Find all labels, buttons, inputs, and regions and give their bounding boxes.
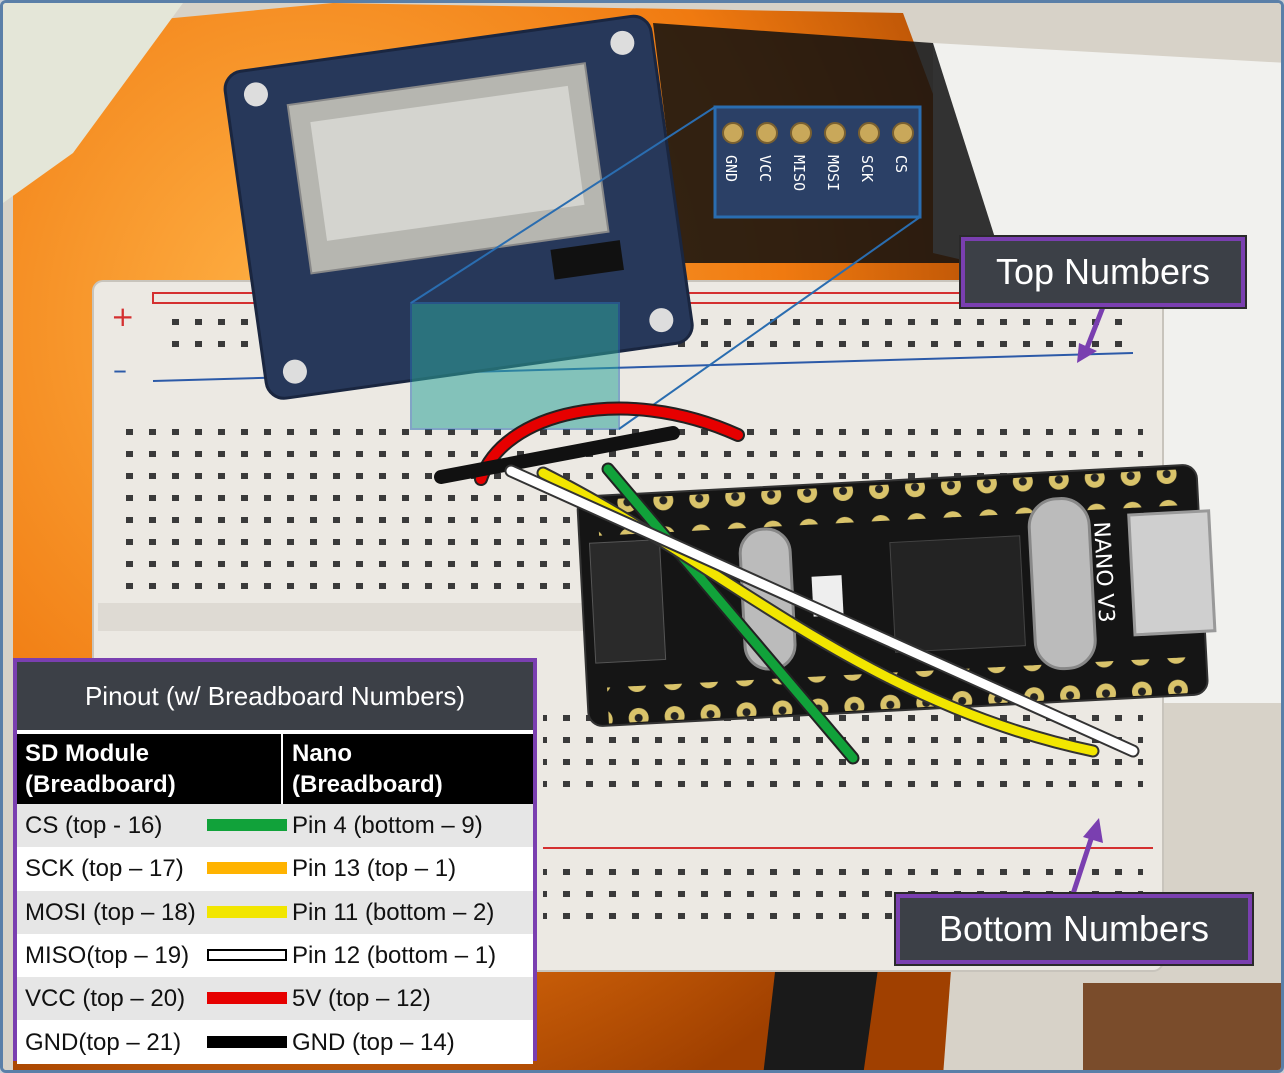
nano-board-label: NANO V3 bbox=[1088, 521, 1118, 623]
header-divider bbox=[281, 734, 283, 804]
top-numbers-arrow bbox=[1082, 306, 1106, 354]
module-pin-label: SCK bbox=[858, 155, 876, 182]
guide-page bbox=[3, 3, 183, 203]
module-pin-label: MOSI bbox=[824, 155, 842, 191]
module-pin-label: CS bbox=[892, 155, 910, 173]
bottom-arrow-head bbox=[1083, 818, 1103, 843]
sd-module-pin: MISO(top – 19) bbox=[25, 941, 190, 969]
nano-header-line2: (Breadboard) bbox=[292, 771, 443, 798]
sd-module-column-header: SD Module (Breadboard) bbox=[25, 738, 176, 800]
module-pin-label: GND bbox=[722, 155, 740, 182]
module-pin-dot bbox=[858, 122, 880, 144]
pinout-row: MOSI (top – 18) Pin 11 (bottom – 2) bbox=[17, 890, 533, 934]
sd-module-pin: MOSI (top – 18) bbox=[25, 898, 196, 926]
wire-color-swatch bbox=[207, 948, 287, 961]
pinout-row: SCK (top – 17) Pin 13 (top – 1) bbox=[17, 847, 533, 891]
module-pin-dot bbox=[790, 122, 812, 144]
nano-pin: Pin 11 (bottom – 2) bbox=[292, 898, 495, 926]
wire-color-swatch bbox=[207, 905, 287, 918]
gnd-wire bbox=[434, 426, 680, 484]
zoom-line-bottom bbox=[618, 216, 921, 430]
pin-label-zoom bbox=[713, 105, 922, 219]
module-pin-labels: GND VCC MISO MOSI SCK CS bbox=[722, 155, 910, 191]
module-pin-dot bbox=[722, 122, 744, 144]
module-pin-dot bbox=[756, 122, 778, 144]
top-arrow-head bbox=[1077, 343, 1097, 363]
nano-pin: 5V (top – 12) bbox=[292, 985, 431, 1013]
sd-module-pin: VCC (top – 20) bbox=[25, 985, 186, 1013]
nano-header-line1: Nano bbox=[292, 740, 352, 767]
pinout-row: MISO(top – 19) Pin 12 (bottom – 1) bbox=[17, 933, 533, 977]
nano-pin: Pin 13 (top – 1) bbox=[292, 855, 457, 883]
minus-sign: – bbox=[113, 353, 127, 386]
bottom-numbers-callout: Bottom Numbers bbox=[896, 894, 1252, 964]
sd-module-pin: GND(top – 21) bbox=[25, 1028, 182, 1056]
plus-sign: + bbox=[111, 300, 134, 333]
sd-module-pin: CS (top - 16) bbox=[25, 812, 163, 839]
sd-module-header-line1: SD Module bbox=[25, 740, 149, 767]
nano-pin: Pin 4 (bottom – 9) bbox=[292, 812, 483, 839]
breadboard-photo: + – GND VCC MISO MOSI SCK CS bbox=[3, 3, 1281, 1070]
cs-wire bbox=[603, 464, 858, 763]
pinout-row: GND(top – 21) GND (top – 14) bbox=[17, 1020, 533, 1064]
module-pin-dot bbox=[892, 122, 914, 144]
arduino-nano: NANO V3 bbox=[576, 464, 1217, 727]
wood-table bbox=[1083, 983, 1281, 1070]
sd-module-header-line2: (Breadboard) bbox=[25, 771, 176, 798]
pinout-header: SD Module (Breadboard) Nano (Breadboard) bbox=[17, 734, 533, 804]
nano-column-header: Nano (Breadboard) bbox=[292, 738, 443, 800]
pinout-title: Pinout (w/ Breadboard Numbers) bbox=[17, 662, 533, 730]
wire-color-swatch bbox=[207, 862, 287, 875]
nano-pin: GND (top – 14) bbox=[292, 1028, 455, 1056]
wire-color-swatch bbox=[207, 992, 287, 1005]
pinout-table: Pinout (w/ Breadboard Numbers) SD Module… bbox=[13, 658, 537, 1064]
pinout-row: VCC (top – 20) 5V (top – 12) bbox=[17, 977, 533, 1021]
module-pin-label: MISO bbox=[790, 155, 808, 191]
pinout-row: CS (top - 16) Pin 4 (bottom – 9) bbox=[17, 804, 533, 847]
nano-pin: Pin 12 (bottom – 1) bbox=[292, 941, 497, 969]
miso-wire bbox=[506, 466, 1138, 756]
zoom-line-top bbox=[410, 106, 716, 304]
wire-color-swatch bbox=[207, 1035, 287, 1048]
jumper-wires bbox=[434, 401, 1140, 765]
module-pin-dot bbox=[824, 122, 846, 144]
wire-color-swatch bbox=[207, 819, 287, 831]
module-pin-label: VCC bbox=[756, 155, 774, 182]
sd-module-pin: SCK (top – 17) bbox=[25, 855, 184, 883]
bottom-numbers-arrow bbox=[1070, 832, 1096, 895]
vcc-wire bbox=[476, 403, 743, 484]
top-numbers-callout: Top Numbers bbox=[961, 237, 1245, 307]
module-pin-dots bbox=[722, 122, 914, 144]
